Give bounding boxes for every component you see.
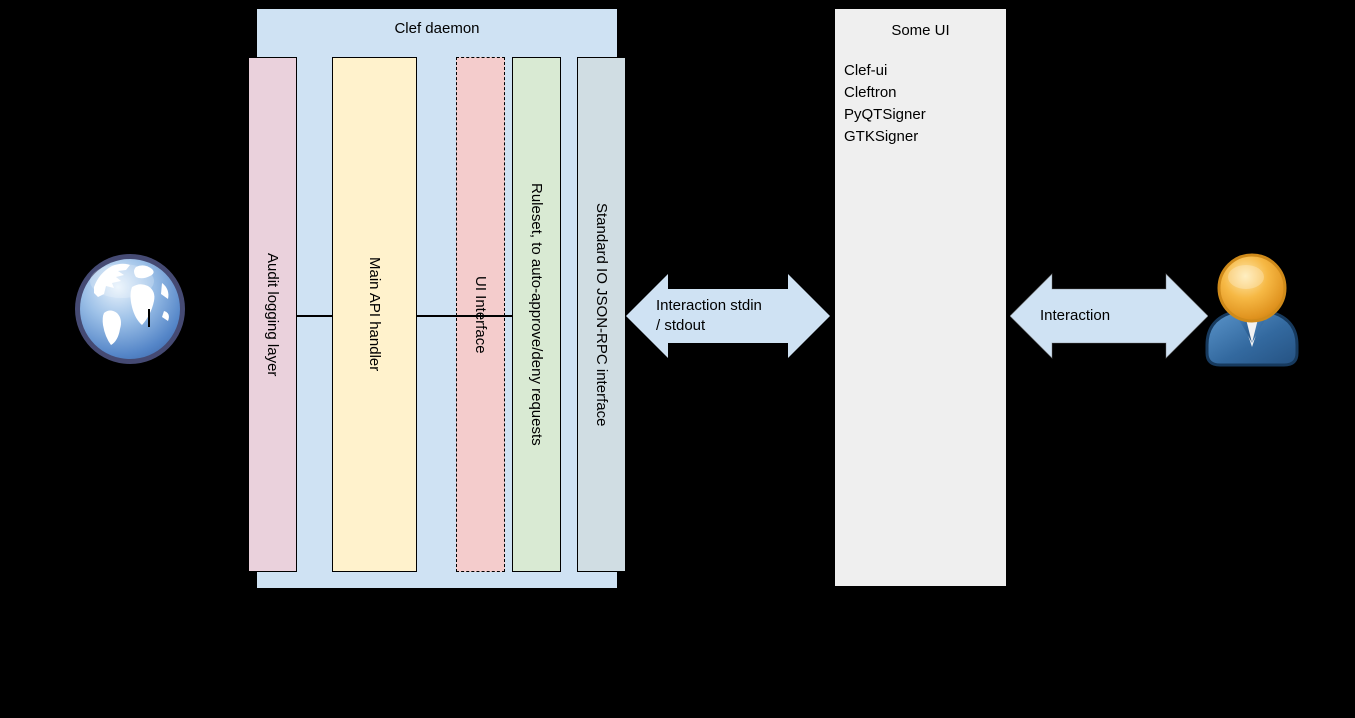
arrow-interaction-label: Interaction bbox=[1040, 307, 1111, 324]
bar-main-api-handler: Main API handler bbox=[332, 57, 417, 572]
connector-audit-to-main bbox=[297, 315, 332, 317]
bar-ui-interface-label: UI Interface bbox=[472, 275, 489, 354]
arrow-stdin-stdout-label: Interaction stdin / stdout bbox=[656, 297, 762, 334]
arrow-interaction: Interaction bbox=[1010, 272, 1208, 360]
bar-main-api-handler-label: Main API handler bbox=[366, 257, 383, 372]
ui-list-item: Clef-ui bbox=[844, 62, 888, 79]
bar-stdio-jsonrpc: Standard IO JSON-RPC interface bbox=[577, 57, 626, 572]
bar-audit-logging: Audit logging layer bbox=[248, 57, 297, 572]
bar-ui-interface: UI Interface bbox=[456, 57, 505, 572]
some-ui-title: Some UI bbox=[891, 22, 950, 39]
some-ui-list: Clef-ui Cleftron PyQTSigner GTKSigner bbox=[835, 60, 1006, 148]
ui-list-item: PyQTSigner bbox=[844, 106, 926, 123]
user-icon bbox=[1200, 247, 1304, 371]
connector-main-to-ruleset bbox=[417, 315, 512, 317]
double-arrow-icon bbox=[626, 274, 830, 358]
bar-ruleset-label: Ruleset, to auto-approve/deny requests bbox=[528, 183, 545, 446]
globe-connector-tick bbox=[148, 309, 150, 327]
bar-ruleset: Ruleset, to auto-approve/deny requests bbox=[512, 57, 561, 572]
bar-audit-logging-label: Audit logging layer bbox=[264, 252, 281, 377]
double-arrow-icon bbox=[1010, 273, 1208, 359]
clef-daemon-box bbox=[257, 9, 617, 588]
ui-list-item: GTKSigner bbox=[844, 128, 919, 145]
some-ui-box: Some UI Clef-ui Cleftron PyQTSigner GTKS… bbox=[834, 8, 1007, 587]
bar-stdio-jsonrpc-label: Standard IO JSON-RPC interface bbox=[593, 202, 610, 427]
globe-icon bbox=[74, 253, 186, 365]
clef-daemon-title: Clef daemon bbox=[394, 20, 480, 37]
arrow-stdin-stdout: Interaction stdin / stdout bbox=[626, 272, 830, 360]
ui-list-item: Cleftron bbox=[844, 84, 897, 101]
